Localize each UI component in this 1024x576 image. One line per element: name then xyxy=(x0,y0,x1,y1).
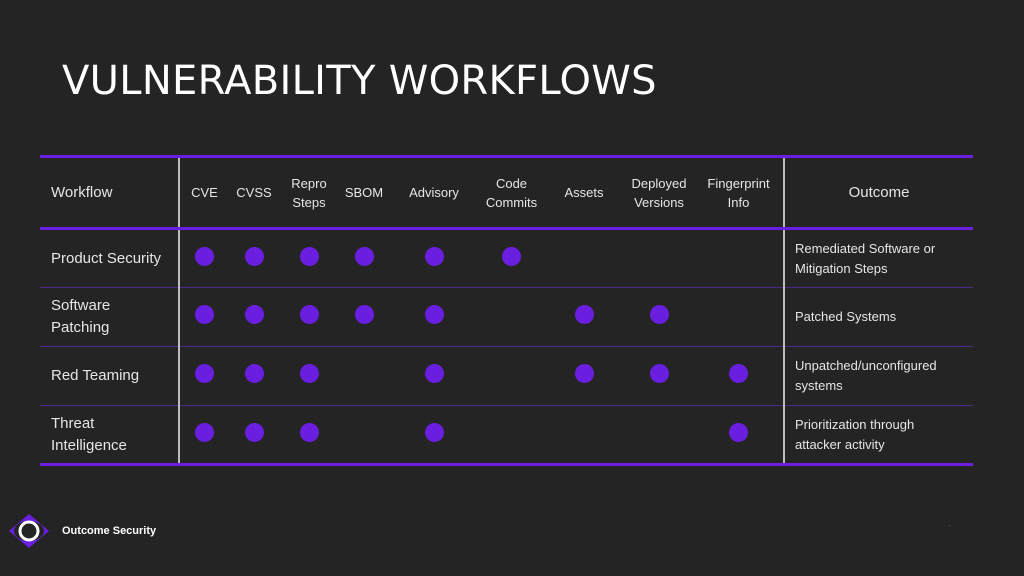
cell-fingerprint-info xyxy=(694,346,784,406)
check-dot-icon xyxy=(299,364,319,383)
check-dot-icon xyxy=(244,305,264,324)
cell-cvss xyxy=(229,287,279,347)
check-dot-icon xyxy=(195,305,214,324)
check-dot-icon xyxy=(502,246,521,266)
header-cvss: CVSS xyxy=(229,155,279,230)
cell-cvss xyxy=(229,228,279,288)
cell-assets xyxy=(544,287,624,347)
check-dot-icon xyxy=(299,305,319,324)
check-dot-icon xyxy=(424,422,444,442)
cell-cve xyxy=(178,346,229,406)
header-assets: Assets xyxy=(544,155,624,230)
cell-code-commits xyxy=(479,346,544,406)
check-dot-icon xyxy=(649,364,669,383)
check-dot-icon xyxy=(729,422,748,442)
check-dot-icon xyxy=(195,422,214,442)
check-dot-icon xyxy=(424,246,444,266)
check-dot-icon xyxy=(299,422,319,442)
cell-code-commits xyxy=(479,287,544,347)
header-sbom: SBOM xyxy=(339,155,389,230)
cell-cvss xyxy=(229,405,279,466)
cell-code-commits xyxy=(479,228,544,288)
cell-sbom xyxy=(339,228,389,288)
slide-title: VULNERABILITY WORKFLOWS xyxy=(62,58,657,104)
cell-sbom xyxy=(339,287,389,347)
cell-code-commits xyxy=(479,405,544,466)
footer: Outcome Security xyxy=(8,513,156,549)
cell-cve xyxy=(178,228,229,288)
header-workflow: Workflow xyxy=(40,155,179,230)
cell-sbom xyxy=(339,346,389,406)
cell-fingerprint-info xyxy=(694,405,784,466)
cell-deployed-versions xyxy=(624,287,694,347)
cell-cve xyxy=(178,287,229,347)
check-dot-icon xyxy=(729,364,748,383)
cell-repro-steps xyxy=(279,346,339,406)
cell-fingerprint-info xyxy=(694,228,784,288)
row-workflow: Red Teaming xyxy=(40,346,179,406)
cell-sbom xyxy=(339,405,389,466)
check-dot-icon xyxy=(244,364,264,383)
check-dot-icon xyxy=(354,246,374,266)
check-dot-icon xyxy=(574,305,594,324)
row-outcome: Patched Systems xyxy=(783,287,973,347)
cell-advisory xyxy=(389,346,479,406)
check-dot-icon xyxy=(195,364,214,383)
cell-repro-steps xyxy=(279,405,339,466)
brand-name: Outcome Security xyxy=(62,525,157,537)
cell-repro-steps xyxy=(279,287,339,347)
cell-assets xyxy=(544,405,624,466)
check-dot-icon xyxy=(244,246,264,266)
cell-cvss xyxy=(229,346,279,406)
check-dot-icon xyxy=(424,364,444,383)
check-dot-icon xyxy=(195,246,214,266)
check-dot-icon xyxy=(649,305,669,324)
cell-fingerprint-info xyxy=(694,287,784,347)
cell-advisory xyxy=(389,287,479,347)
cell-deployed-versions xyxy=(624,346,694,406)
cell-assets xyxy=(544,228,624,288)
cell-deployed-versions xyxy=(624,228,694,288)
eye-logo-icon xyxy=(9,514,49,548)
check-dot-icon xyxy=(244,422,264,442)
check-dot-icon xyxy=(424,305,444,324)
row-workflow: Product Security xyxy=(40,228,179,288)
cell-deployed-versions xyxy=(624,405,694,466)
header-outcome: Outcome xyxy=(783,155,973,230)
header-cve: CVE xyxy=(178,155,229,230)
check-dot-icon xyxy=(299,246,319,266)
cell-cve xyxy=(178,405,229,466)
check-dot-icon xyxy=(354,305,374,324)
cell-assets xyxy=(544,346,624,406)
cell-advisory xyxy=(389,228,479,288)
page-number: . xyxy=(949,522,951,528)
cell-repro-steps xyxy=(279,228,339,288)
header-advisory: Advisory xyxy=(389,155,479,230)
cell-advisory xyxy=(389,405,479,466)
check-dot-icon xyxy=(574,364,594,383)
